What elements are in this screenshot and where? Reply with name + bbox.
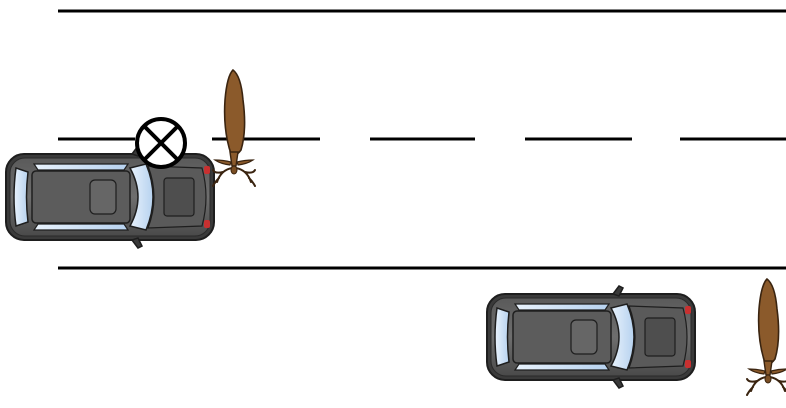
vehicle-collision bbox=[5, 145, 215, 249]
deer-icon bbox=[212, 69, 256, 187]
vehicle-other bbox=[486, 285, 696, 389]
deer-icon bbox=[746, 278, 786, 396]
crossed-circle-icon bbox=[135, 117, 187, 169]
